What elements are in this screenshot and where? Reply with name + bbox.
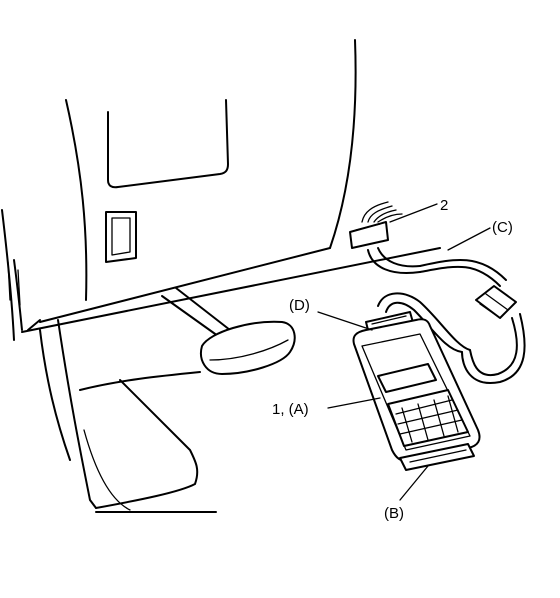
- callout-2: 2: [440, 197, 448, 214]
- callout-c: (C): [492, 219, 513, 236]
- dlc-connector: [349, 201, 403, 249]
- scan-tool: [352, 311, 481, 471]
- callout-d: (D): [289, 297, 310, 314]
- keypad-keys: [395, 395, 463, 443]
- vehicle-interior: [1, 39, 441, 513]
- connection-cable: [367, 247, 526, 385]
- callout-b: (B): [384, 505, 404, 522]
- leader-lines: [317, 203, 491, 501]
- callout-labels: 2 (C) (D) 1, (A) (B): [272, 197, 513, 522]
- callout-1-a: 1, (A): [272, 401, 309, 418]
